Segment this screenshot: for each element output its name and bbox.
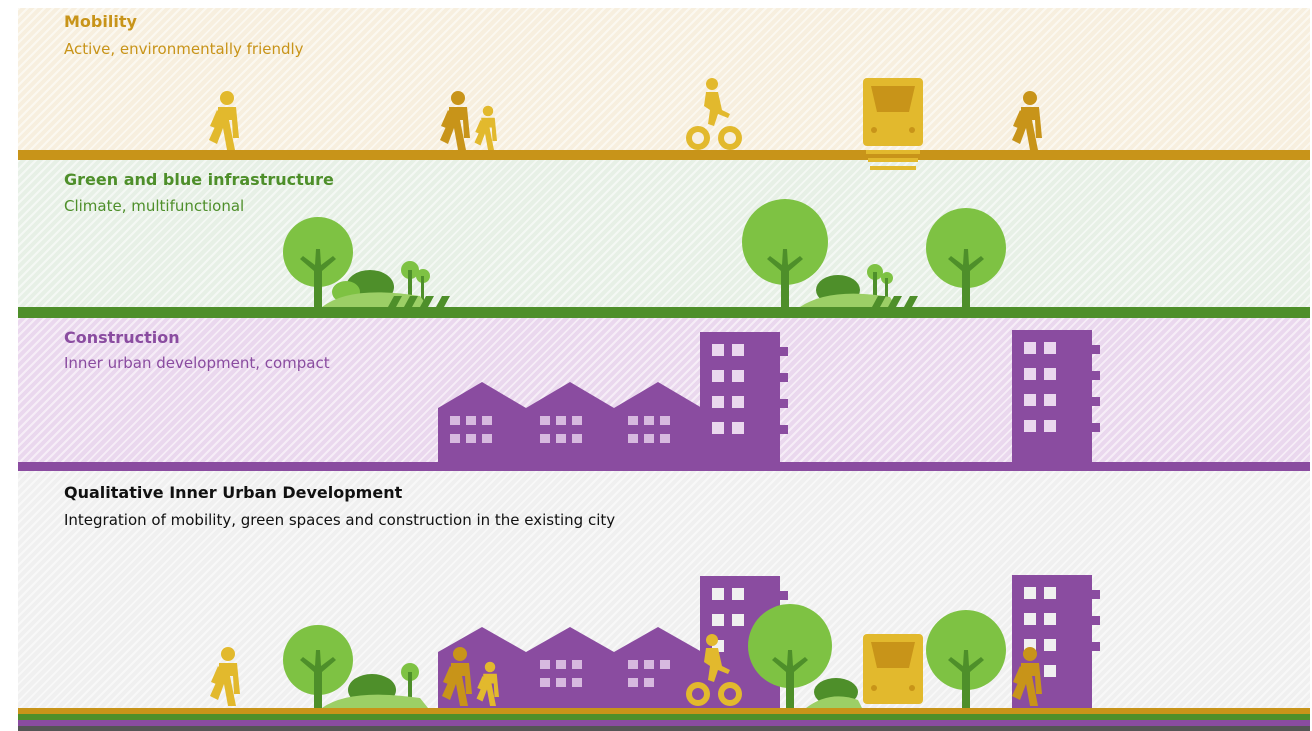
walking-person-icon bbox=[1012, 91, 1042, 150]
row-houses-icon bbox=[438, 627, 702, 708]
mobility-baseline bbox=[18, 150, 1310, 160]
green-subtitle: Climate, multifunctional bbox=[64, 197, 245, 215]
mobility-subtitle: Active, environmentally friendly bbox=[64, 40, 304, 58]
tree-icon bbox=[748, 604, 832, 688]
green-band bbox=[18, 160, 1310, 312]
qualitative-subtitle: Integration of mobility, green spaces an… bbox=[64, 511, 616, 529]
tram-icon bbox=[863, 78, 923, 170]
cyclist-icon bbox=[686, 634, 742, 706]
apartment-block-icon bbox=[700, 332, 788, 462]
qualitative-baseline-dark bbox=[18, 726, 1310, 731]
mobility-title: Mobility bbox=[64, 12, 137, 31]
qualitative-baseline-mobility bbox=[18, 708, 1310, 714]
row-houses-icon bbox=[438, 382, 702, 462]
walking-person-icon bbox=[210, 647, 240, 706]
tree-with-bushes-icon bbox=[283, 217, 450, 307]
qualitative-baseline-construction bbox=[18, 720, 1310, 726]
tree-icon bbox=[926, 208, 1006, 307]
green-title: Green and blue infrastructure bbox=[64, 170, 334, 189]
qualitative-baseline-green bbox=[18, 714, 1310, 720]
park-icon bbox=[742, 199, 918, 307]
green-baseline bbox=[18, 307, 1310, 318]
qualitative-title: Qualitative Inner Urban Development bbox=[64, 483, 403, 502]
cyclist-icon bbox=[686, 78, 742, 150]
adult-with-child-icon bbox=[440, 91, 497, 150]
walking-person-icon bbox=[209, 91, 239, 150]
construction-baseline bbox=[18, 462, 1310, 471]
construction-title: Construction bbox=[64, 328, 180, 347]
combined-scene bbox=[210, 575, 1100, 730]
construction-subtitle: Inner urban development, compact bbox=[64, 354, 330, 372]
apartment-block-icon bbox=[1012, 330, 1100, 462]
